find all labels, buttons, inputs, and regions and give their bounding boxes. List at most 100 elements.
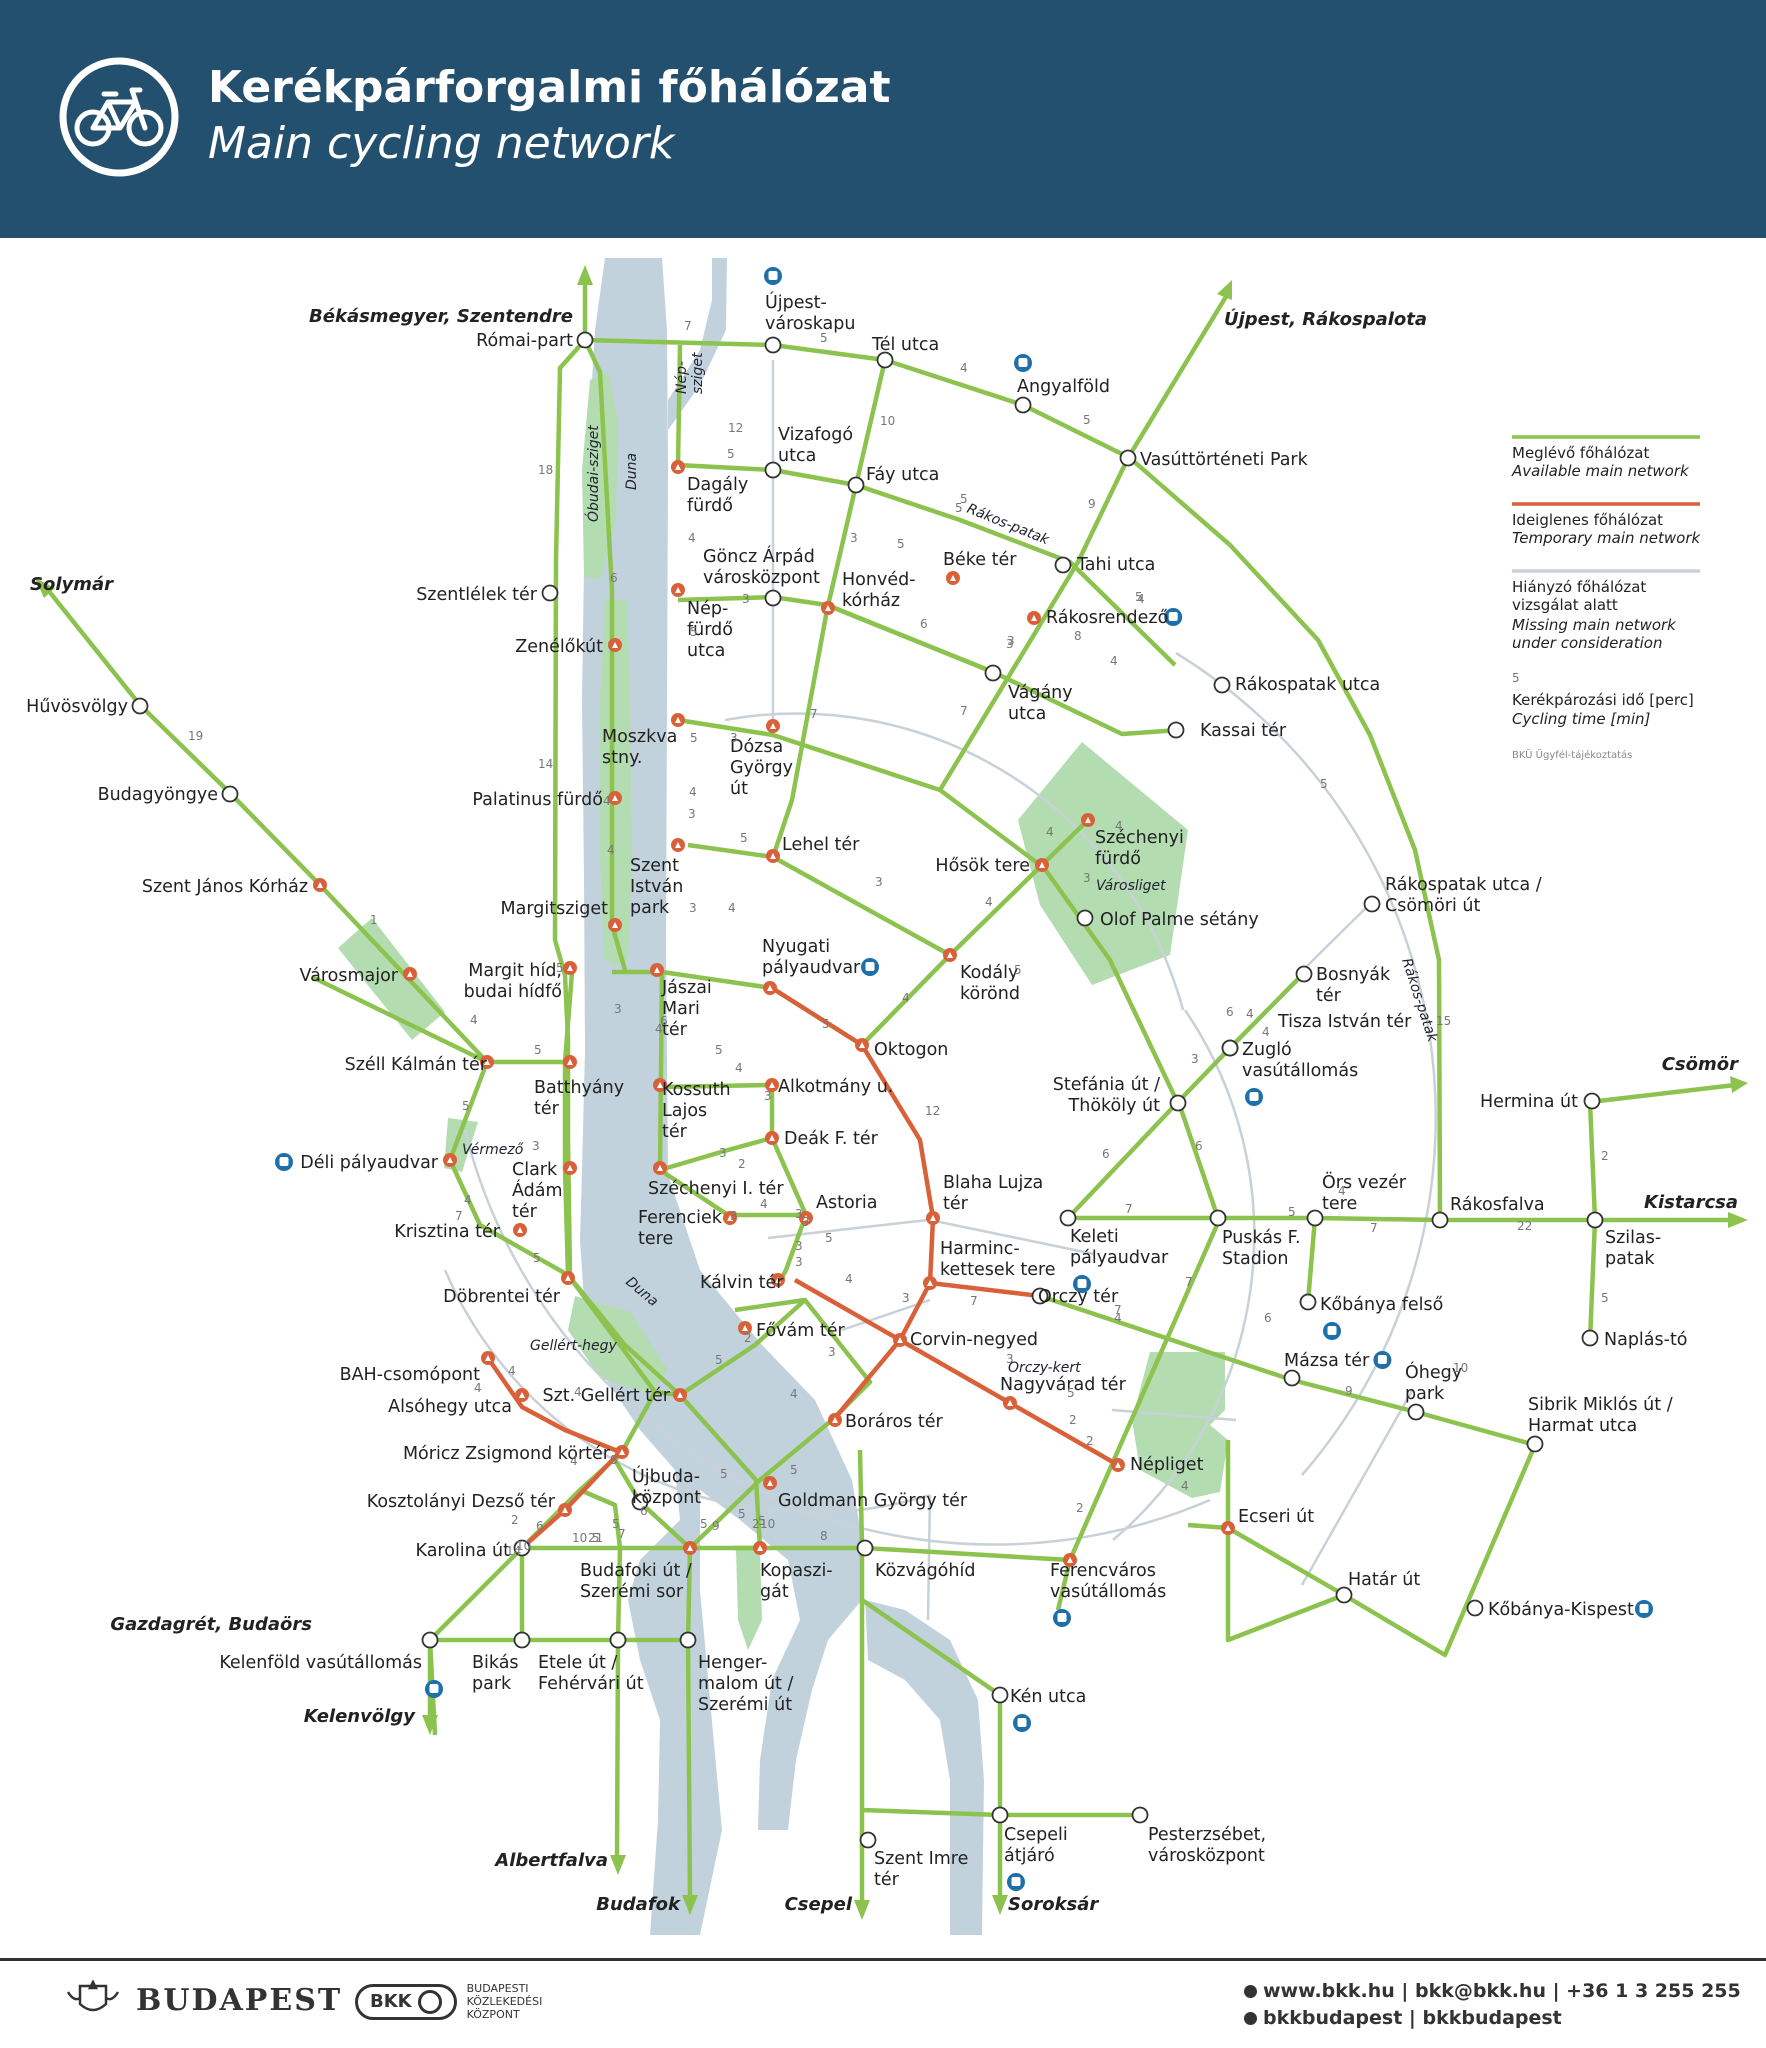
station-blaha[interactable] <box>926 1211 940 1225</box>
station-harminckettesek[interactable] <box>923 1276 937 1290</box>
station-marker[interactable] <box>1169 1094 1187 1112</box>
station-marker[interactable] <box>1221 1039 1239 1057</box>
station-marker[interactable] <box>1407 1403 1425 1421</box>
station-orczyter[interactable] <box>1031 1287 1049 1305</box>
station-karolina[interactable] <box>513 1539 531 1557</box>
station-marker[interactable] <box>1014 396 1032 414</box>
station-kosztolanyi[interactable] <box>558 1503 572 1517</box>
station-kozvagohid[interactable] <box>856 1539 874 1557</box>
station-pesterzsebet[interactable] <box>1131 1806 1149 1824</box>
station-marker[interactable] <box>679 1631 697 1649</box>
station-lehel[interactable] <box>766 849 780 863</box>
station-szechenyifurdo[interactable] <box>1081 813 1095 827</box>
station-marker[interactable] <box>1526 1435 1544 1453</box>
station-marker[interactable] <box>513 1539 531 1557</box>
station-clark[interactable] <box>563 1161 577 1175</box>
station-marker[interactable] <box>764 336 782 354</box>
station-palatinus[interactable] <box>608 791 622 805</box>
station-marker[interactable] <box>421 1631 439 1649</box>
station-hosok[interactable] <box>1035 858 1049 872</box>
station-corvin[interactable] <box>893 1333 907 1347</box>
station-marker[interactable] <box>859 1831 877 1849</box>
station-marker[interactable] <box>991 1686 1009 1704</box>
station-deak[interactable] <box>765 1131 779 1145</box>
station-krisztina[interactable] <box>513 1223 527 1237</box>
station-puskas[interactable] <box>1209 1209 1227 1227</box>
station-honved[interactable] <box>821 601 835 615</box>
station-szentlelek[interactable] <box>541 584 559 602</box>
station-marker[interactable] <box>856 1539 874 1557</box>
station-kobanyafelso[interactable] <box>1299 1293 1317 1311</box>
station-szentimre[interactable] <box>859 1831 877 1849</box>
station-huvosvolgy[interactable] <box>131 697 149 715</box>
station-marker[interactable] <box>1431 1211 1449 1229</box>
station-ohegy[interactable] <box>1407 1403 1425 1421</box>
station-szentistvan[interactable] <box>671 838 685 852</box>
station-kopaszi[interactable] <box>753 1541 767 1555</box>
station-sibrik[interactable] <box>1526 1435 1544 1453</box>
station-hermina[interactable] <box>1583 1092 1601 1110</box>
station-fay[interactable] <box>847 476 865 494</box>
station-vizafogo[interactable] <box>764 461 782 479</box>
station-hengermalom[interactable] <box>679 1631 697 1649</box>
station-kobanyakispest[interactable] <box>1466 1599 1484 1617</box>
station-margitsziget[interactable] <box>608 918 622 932</box>
station-marker[interactable] <box>1586 1211 1604 1229</box>
station-rakcsom[interactable] <box>1363 895 1381 913</box>
station-marker[interactable] <box>131 697 149 715</box>
station-marker[interactable] <box>764 589 782 607</box>
station-marker[interactable] <box>631 1493 649 1511</box>
station-marker[interactable] <box>1583 1092 1601 1110</box>
station-beke[interactable] <box>946 571 960 585</box>
station-marker[interactable] <box>1283 1369 1301 1387</box>
station-rakosrendezo[interactable] <box>1027 611 1041 625</box>
station-marker[interactable] <box>609 1631 627 1649</box>
station-kelenfold[interactable] <box>421 1631 439 1649</box>
station-nepfurdo[interactable] <box>671 583 685 597</box>
station-naplas[interactable] <box>1581 1329 1599 1347</box>
station-ferenciek[interactable] <box>723 1211 737 1225</box>
station-mazsa[interactable] <box>1283 1369 1301 1387</box>
station-alkotmany[interactable] <box>765 1078 779 1092</box>
station-olofpalme[interactable] <box>1076 909 1094 927</box>
station-marker[interactable] <box>984 664 1002 682</box>
station-csepeliatjaro[interactable] <box>991 1806 1009 1824</box>
station-oktogon[interactable] <box>855 1038 869 1052</box>
station-rakosfalva[interactable] <box>1431 1211 1449 1229</box>
station-rakospatakutca[interactable] <box>1213 676 1231 694</box>
station-kalvin[interactable] <box>771 1273 785 1287</box>
station-marker[interactable] <box>991 1806 1009 1824</box>
station-zuglo[interactable] <box>1221 1039 1239 1057</box>
station-marker[interactable] <box>1167 721 1185 739</box>
station-szechenyiter[interactable] <box>653 1161 667 1175</box>
station-marker[interactable] <box>576 331 594 349</box>
station-vagany[interactable] <box>984 664 1002 682</box>
station-marker[interactable] <box>1054 556 1072 574</box>
station-ken[interactable] <box>991 1686 1009 1704</box>
station-marker[interactable] <box>1031 1287 1049 1305</box>
station-marker[interactable] <box>1059 1209 1077 1227</box>
station-marker[interactable] <box>1581 1329 1599 1347</box>
station-szentjanos[interactable] <box>313 878 327 892</box>
station-batthyany[interactable] <box>563 1055 577 1069</box>
station-budagyongye[interactable] <box>221 785 239 803</box>
station-marker[interactable] <box>764 461 782 479</box>
station-marker[interactable] <box>1213 676 1231 694</box>
station-marker[interactable] <box>513 1631 531 1649</box>
station-dobrentei[interactable] <box>561 1271 575 1285</box>
social-line[interactable]: bkkbudapest | bkkbudapest <box>1244 2007 1562 2029</box>
station-jaszai[interactable] <box>650 963 664 977</box>
station-hatar[interactable] <box>1335 1586 1353 1604</box>
station-bosnyak[interactable] <box>1295 965 1313 983</box>
station-moszkva[interactable] <box>671 713 685 727</box>
station-marker[interactable] <box>1335 1586 1353 1604</box>
station-marker[interactable] <box>1076 909 1094 927</box>
station-moricz[interactable] <box>615 1445 629 1459</box>
social-text[interactable]: bkkbudapest | bkkbudapest <box>1263 2007 1562 2029</box>
station-goldmann[interactable] <box>763 1476 777 1490</box>
station-bah[interactable] <box>481 1351 495 1365</box>
station-kassai[interactable] <box>1167 721 1185 739</box>
station-nepliget[interactable] <box>1111 1458 1125 1472</box>
station-marker[interactable] <box>1209 1209 1227 1227</box>
contact-text[interactable]: www.bkk.hu | bkk@bkk.hu | +36 1 3 255 25… <box>1263 1980 1741 2002</box>
